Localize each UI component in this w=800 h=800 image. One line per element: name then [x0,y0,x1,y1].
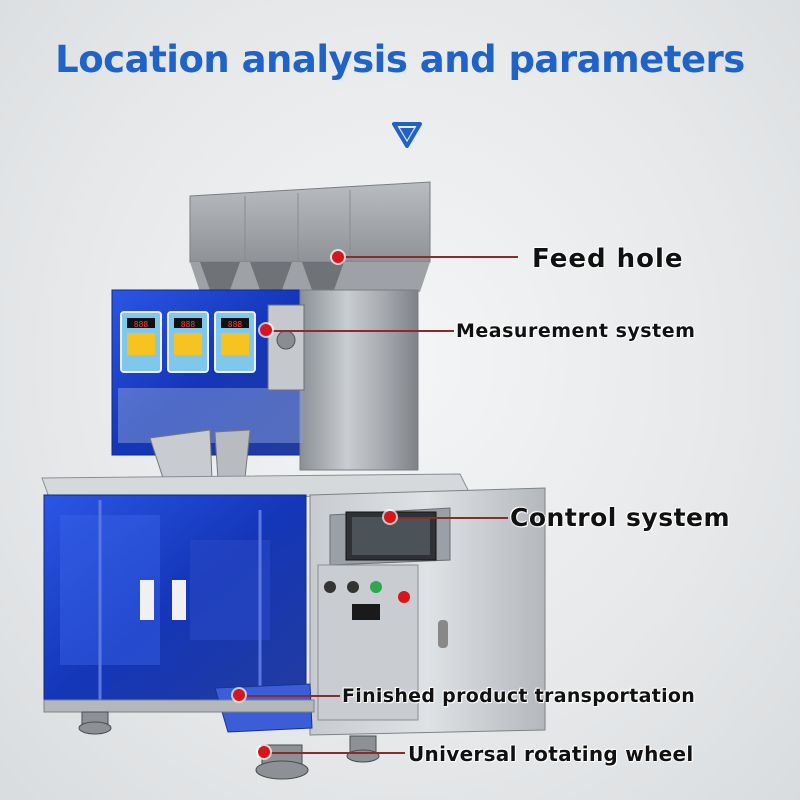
marker-dot [258,746,270,758]
display-readout: 888 [181,320,196,329]
marker-dot [332,251,344,263]
label-control-system: Control system [510,503,731,532]
label-universal-rotating-wheel: Universal rotating wheel [408,742,694,766]
page-title: Location analysis and parameters [55,38,745,81]
label-finished-product-transportation: Finished product transportation [342,685,696,707]
leader-line [340,256,518,258]
marker-dot [260,324,272,336]
marker-dot [233,689,245,701]
down-triangle-icon [392,122,422,148]
display-readout: 888 [228,320,243,329]
leader-line [240,695,340,697]
label-measurement-system: Measurement system [456,320,696,342]
leader-line [268,330,454,332]
marker-dot [384,511,396,523]
leader-line [392,517,508,519]
display-readout: 888 [134,320,149,329]
label-feed-hole: Feed hole [532,244,684,274]
leader-line [265,752,405,754]
